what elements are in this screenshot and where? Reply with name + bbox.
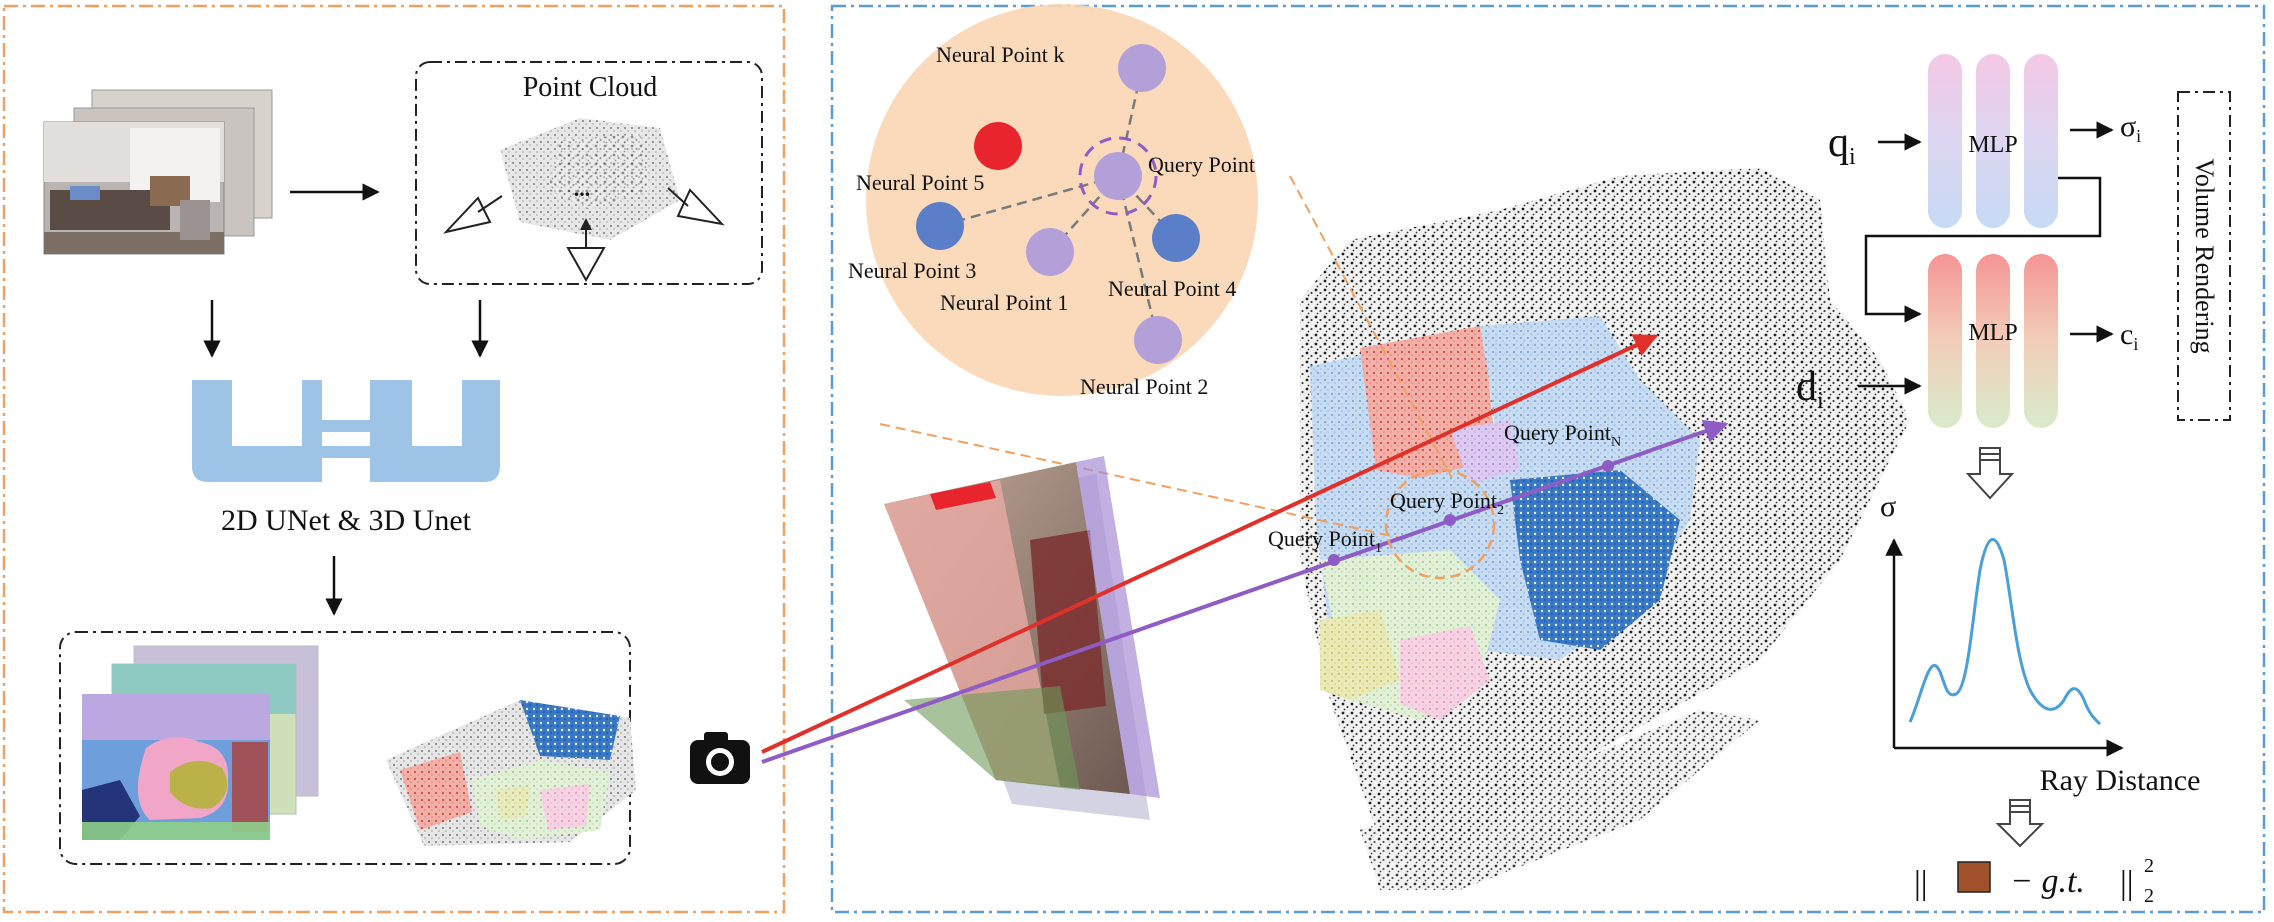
label-query-point-1: Query Point1 — [1268, 526, 1382, 556]
query-point-n-dot — [1602, 460, 1614, 472]
volume-rendering-box: Volume Rendering — [2177, 91, 2231, 421]
point-cloud-ellipsis: ... — [574, 176, 591, 201]
loss-open-bars: || — [1914, 865, 1928, 902]
right-panel-border — [830, 4, 2266, 914]
connector-mlp1-to-mlp2 — [1864, 176, 2102, 323]
camera-icon — [690, 732, 750, 784]
query-point — [1094, 152, 1142, 200]
neural-point-3 — [916, 202, 964, 250]
left-panel: Point Cloud ... — [2, 4, 786, 914]
camera-frustum-icon-center — [566, 218, 606, 283]
segmentation-mask-stack — [82, 645, 319, 840]
loss-subscript: 2 — [2144, 885, 2154, 907]
magnifier-connector-top — [1289, 175, 1453, 479]
magnifier-group: Neural Point k Query Point Neural Point … — [848, 4, 1453, 541]
mlp-1-label: MLP — [1968, 132, 2017, 158]
segmented-point-cloud — [386, 700, 636, 846]
query-point-2-region — [1384, 468, 1496, 580]
rendered-color-swatch — [1957, 861, 1991, 893]
plot-xlabel: Ray Distance — [2040, 764, 2201, 797]
neural-point-1 — [1026, 228, 1074, 276]
ray-purple — [761, 419, 1729, 764]
label-query-point-n: Query PointN — [1504, 420, 1621, 450]
query-point-highlight — [1078, 136, 1158, 216]
camera-image-plane — [884, 456, 1160, 820]
ray-red — [761, 334, 1659, 754]
label-neural-point-5: Neural Point 5 — [856, 170, 984, 195]
loss-formula: || − g.t. || 2 2 — [1914, 855, 2154, 907]
neural-point-5 — [974, 122, 1022, 170]
input-d: di — [1796, 364, 1824, 414]
input-q: qi — [1828, 120, 1856, 170]
label-query-point: Query Point — [1148, 152, 1255, 177]
neural-point-4 — [1152, 214, 1200, 262]
loss-close-bars: || — [2120, 865, 2134, 902]
density-curve — [1908, 537, 2102, 726]
density-plot: σ Ray Distance — [1880, 490, 2200, 797]
camera-frustum-icon-left — [443, 195, 503, 234]
left-panel-border — [2, 4, 786, 914]
hollow-down-arrow-1 — [1965, 447, 2015, 500]
unet-label: 2D UNet & 3D Unet — [221, 504, 472, 537]
point-cloud-title: Point Cloud — [523, 72, 658, 103]
hollow-down-arrow-2 — [1995, 799, 2045, 848]
query-point-2-dot — [1444, 514, 1456, 526]
neural-point-k — [1118, 44, 1166, 92]
magnifier-circle — [866, 4, 1258, 396]
volume-rendering-label: Volume Rendering — [2190, 158, 2219, 353]
mlp-block-2: MLP — [1928, 254, 2058, 428]
output-sigma: σi — [2120, 110, 2141, 146]
mlp-2-label: MLP — [1968, 320, 2017, 346]
label-neural-point-3: Neural Point 3 — [848, 258, 976, 283]
neural-point-2 — [1134, 316, 1182, 364]
mlp-block-1: MLP — [1928, 54, 2058, 228]
query-point-1-dot — [1328, 554, 1340, 566]
label-query-point-2: Query Point2 — [1390, 488, 1504, 518]
rgb-images-stack — [43, 89, 273, 255]
right-panel: Neural Point k Query Point Neural Point … — [690, 4, 2266, 914]
point-cloud-box: Point Cloud ... — [415, 61, 763, 285]
unet-icon — [192, 380, 500, 482]
loss-minus-gt: − g.t. — [2010, 863, 2085, 900]
rgb-image-front — [43, 121, 225, 255]
label-neural-point-1: Neural Point 1 — [940, 290, 1068, 315]
loss-superscript: 2 — [2144, 855, 2154, 877]
magnifier-connector-bottom — [879, 423, 1411, 541]
plot-ylabel: σ — [1880, 490, 1896, 523]
output-c: ci — [2120, 318, 2138, 354]
label-neural-point-2: Neural Point 2 — [1080, 374, 1208, 399]
segmentation-results-box — [59, 631, 636, 865]
label-neural-point-k: Neural Point k — [936, 42, 1064, 67]
camera-frustum-icon-right — [667, 187, 725, 226]
segmentation-mask-front — [82, 694, 270, 840]
mlp-section: qi MLP σi di MLP — [1796, 54, 2231, 500]
scene-point-cloud — [1300, 168, 1910, 890]
label-neural-point-4: Neural Point 4 — [1108, 276, 1236, 301]
